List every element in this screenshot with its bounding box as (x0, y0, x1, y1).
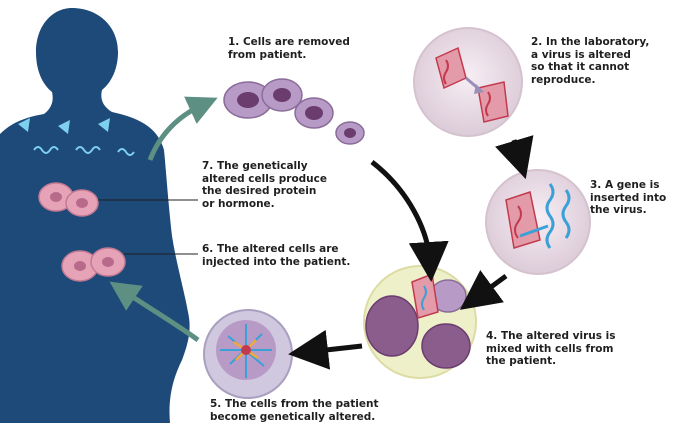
arrow-step4-to-step5 (308, 346, 362, 352)
virus-dish (414, 28, 522, 136)
step-6-label: 6. The altered cells are injected into t… (202, 243, 350, 268)
arrow-step2-to-step3 (514, 140, 520, 160)
step-2-label: 2. In the laboratory, a virus is altered… (531, 36, 649, 86)
step-7-label: 7. The genetically altered cells produce… (202, 160, 327, 210)
patient-body-silhouette (0, 8, 190, 423)
step-5-label: 5. The cells from the patient become gen… (210, 398, 378, 423)
step-4-label: 4. The altered virus is mixed with cells… (486, 330, 616, 368)
arrow-step1-to-step4 (372, 162, 430, 262)
removed-cells-cluster (224, 79, 364, 144)
arrow-step3-to-step4 (476, 276, 506, 298)
step-1-label: 1. Cells are removed from patient. (228, 36, 350, 61)
mixing-dish (364, 266, 476, 378)
step-3-label: 3. A gene is inserted into the virus. (590, 179, 666, 217)
gene-insertion-dish (486, 170, 590, 274)
altered-cell-dish (204, 310, 292, 398)
